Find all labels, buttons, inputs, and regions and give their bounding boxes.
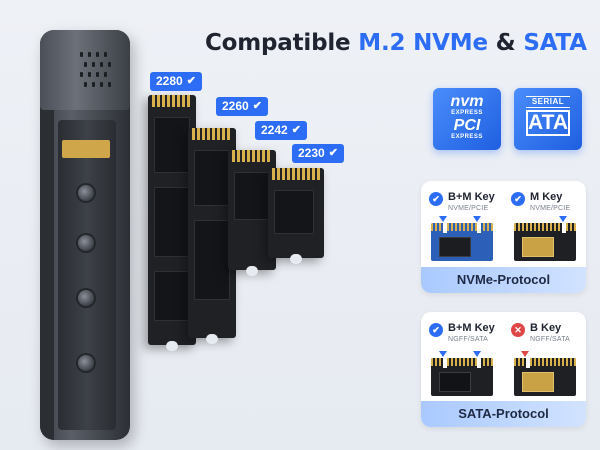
screw-mount [78,185,94,201]
key-pointer-icon [521,351,529,357]
enclosure-cap [40,30,130,110]
size-tag-label: 2260 [222,99,249,113]
size-tag-label: 2242 [261,123,288,137]
nvm-express-logo: nvm EXPRESS PCI EXPRESS [433,88,501,150]
key-pointer-icon [559,216,567,222]
check-icon: ✔ [429,192,443,206]
key-pointer-icon [439,216,447,222]
check-icon: ✔ [429,323,443,337]
nvme-protocol-panel: ✔ B+M Key NVME/PCIE ✔ M Key NVME/PCIE NV… [421,181,586,293]
key-item-bm-sata: ✔ B+M Key NGFF/SATA [429,321,495,345]
key-title: M Key [530,191,563,203]
size-tag-2280: 2280✔ [150,72,202,91]
size-tag-2242: 2242✔ [255,121,307,140]
key-subtitle: NGFF/SATA [530,336,571,343]
check-icon: ✔ [511,192,525,206]
screw-mount [78,355,94,371]
ssd-card-b-key [514,358,576,396]
check-icon: ✔ [291,124,301,136]
ssd-2242 [228,150,276,276]
key-pointer-icon [473,216,481,222]
enclosure-side [40,100,54,440]
key-item-bm-nvme: ✔ B+M Key NVME/PCIE [429,190,495,214]
enclosure-bay [58,120,116,430]
headline-joiner: & [487,30,524,56]
check-icon: ✔ [252,100,262,112]
headline-accent-nvme: M.2 NVMe [358,30,488,56]
screw-mount [78,290,94,306]
sata-protocol-panel: ✔ B+M Key NGFF/SATA ✕ B Key NGFF/SATA SA… [421,312,586,427]
screw-mount [78,235,94,251]
size-tag-label: 2230 [298,146,325,160]
check-icon: ✔ [328,147,338,159]
ssd-card-m-key [514,223,576,261]
size-tag-2230: 2230✔ [292,144,344,163]
size-tag-label: 2280 [156,74,183,88]
pci-logo-word: PCI [453,117,481,134]
pci-logo-express: EXPRESS [451,134,483,140]
headline-prefix: Compatible [205,30,359,56]
sata-logo-serial: SERIAL [526,96,570,108]
key-subtitle: NVME/PCIE [448,205,489,212]
cross-icon: ✕ [511,323,525,337]
size-tag-2260: 2260✔ [216,97,268,116]
serial-ata-logo: SERIAL ATA [514,88,582,150]
key-pointer-icon [473,351,481,357]
ssd-enclosure [40,30,130,440]
check-icon: ✔ [186,75,196,87]
key-title: B+M Key [448,322,495,334]
nvme-protocol-label: NVMe-Protocol [421,267,586,293]
ssd-card-bm-key [431,223,493,261]
key-subtitle: NGFF/SATA [448,336,489,343]
key-subtitle: NVME/PCIE [530,205,571,212]
enclosure-label [62,140,110,158]
nvm-logo-word: nvm [450,93,484,110]
sata-protocol-label: SATA-Protocol [421,401,586,427]
key-item-b-sata: ✕ B Key NGFF/SATA [511,321,570,345]
key-title: B+M Key [448,191,495,203]
ssd-card-bm-key-sata [431,358,493,396]
key-item-m-nvme: ✔ M Key NVME/PCIE [511,190,570,214]
nvm-logo-express: EXPRESS [451,110,483,116]
ssd-2230 [268,168,324,264]
sata-logo-ata: ATA [526,110,570,136]
headline-accent-sata: SATA [523,30,587,56]
headline: Compatible M.2 NVMe & SATA [205,30,587,56]
key-title: B Key [530,322,562,334]
key-pointer-icon [439,351,447,357]
